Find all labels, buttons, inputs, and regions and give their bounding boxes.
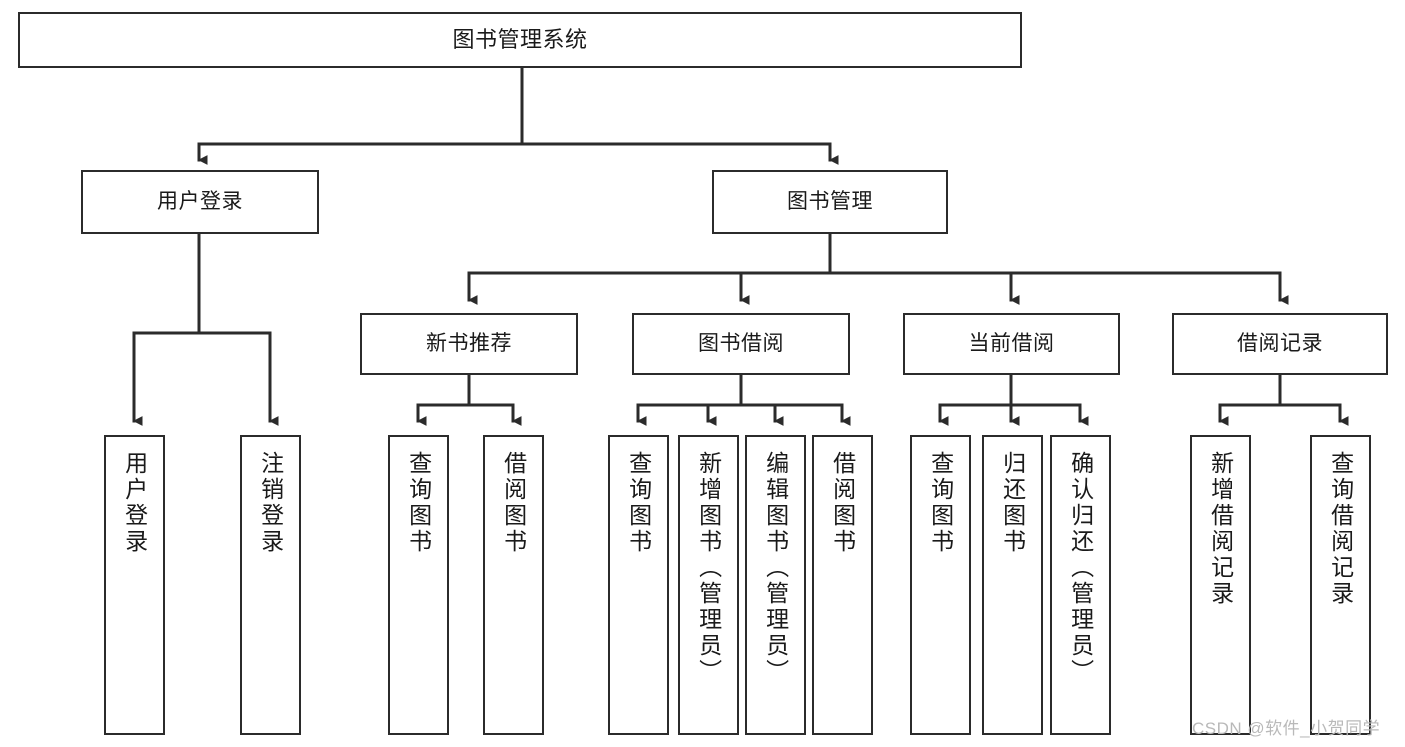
node-label: 查询图书: [625, 451, 652, 555]
node-label: 图书借阅: [698, 331, 784, 355]
node-label: 新增图书（管理员）: [695, 451, 722, 685]
leaf-edit-book[interactable]: 编辑图书（管理员）: [745, 435, 806, 735]
node-label: 用户登录: [157, 189, 243, 213]
node-label: 借阅记录: [1237, 331, 1323, 355]
node-current-borrow[interactable]: 当前借阅: [903, 313, 1120, 375]
node-label: 查询借阅记录: [1327, 451, 1354, 607]
leaf-add-record[interactable]: 新增借阅记录: [1190, 435, 1251, 735]
leaf-borrow-book-1[interactable]: 借阅图书: [483, 435, 544, 735]
leaf-query-book-2[interactable]: 查询图书: [608, 435, 669, 735]
node-book-borrow[interactable]: 图书借阅: [632, 313, 850, 375]
watermark: CSDN @软件_小贺同学: [1192, 719, 1381, 738]
leaf-return-book[interactable]: 归还图书: [982, 435, 1043, 735]
node-label: 用户登录: [121, 451, 148, 555]
node-label: 借阅图书: [829, 451, 856, 555]
node-label: 查询图书: [405, 451, 432, 555]
leaf-query-book-3[interactable]: 查询图书: [910, 435, 971, 735]
leaf-add-book[interactable]: 新增图书（管理员）: [678, 435, 739, 735]
node-book-manage[interactable]: 图书管理: [712, 170, 948, 234]
node-label: 新增借阅记录: [1207, 451, 1234, 607]
leaf-borrow-book-2[interactable]: 借阅图书: [812, 435, 873, 735]
node-label: 归还图书: [999, 451, 1026, 555]
leaf-confirm-return[interactable]: 确认归还（管理员）: [1050, 435, 1111, 735]
node-label: 注销登录: [257, 451, 284, 555]
node-label: 编辑图书（管理员）: [762, 451, 789, 685]
node-root-system[interactable]: 图书管理系统: [18, 12, 1022, 68]
node-label: 新书推荐: [426, 331, 512, 355]
node-label: 查询图书: [927, 451, 954, 555]
node-user-login[interactable]: 用户登录: [81, 170, 319, 234]
node-new-book-rec[interactable]: 新书推荐: [360, 313, 578, 375]
leaf-query-record[interactable]: 查询借阅记录: [1310, 435, 1371, 735]
node-label: 图书管理: [787, 189, 873, 213]
leaf-query-book-1[interactable]: 查询图书: [388, 435, 449, 735]
node-label: 图书管理系统: [452, 27, 588, 53]
leaf-user-login[interactable]: 用户登录: [104, 435, 165, 735]
node-label: 确认归还（管理员）: [1067, 451, 1094, 685]
node-label: 当前借阅: [968, 331, 1055, 355]
node-borrow-record[interactable]: 借阅记录: [1172, 313, 1388, 375]
leaf-user-logout[interactable]: 注销登录: [240, 435, 301, 735]
node-label: 借阅图书: [500, 451, 527, 555]
